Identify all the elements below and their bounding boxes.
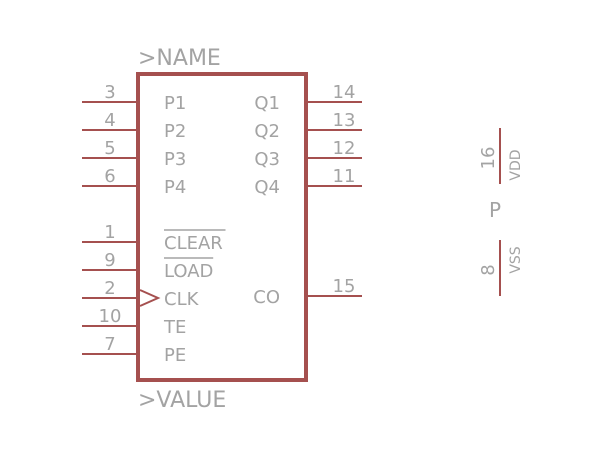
chip-body xyxy=(136,72,308,382)
left-pin: 4P2 xyxy=(82,110,186,142)
value-attribute: >VALUE xyxy=(138,388,226,413)
pin-number: 1 xyxy=(104,222,115,243)
pin-label: P1 xyxy=(164,93,186,114)
pin-number: 7 xyxy=(104,334,115,355)
pin-label: Q4 xyxy=(254,177,280,198)
pin-label: Q3 xyxy=(254,149,280,170)
power-gate-label: P xyxy=(489,198,501,222)
left-pin: 7PE xyxy=(82,334,186,366)
pin-label: CO xyxy=(253,287,280,308)
pin-label: P2 xyxy=(164,121,186,142)
pin-number: 4 xyxy=(104,110,115,131)
clock-triangle xyxy=(139,289,161,307)
pin-number: 12 xyxy=(333,138,356,159)
power-gate: 16 VDD P 8 VSS xyxy=(478,128,524,296)
name-attribute: >NAME xyxy=(138,46,221,71)
left-pin: 5P3 xyxy=(82,138,186,170)
pin-label: P4 xyxy=(164,177,186,198)
vss-pin-label: VSS xyxy=(508,246,524,273)
pin-label: CLK xyxy=(164,289,200,310)
left-pin: 3P1 xyxy=(82,82,186,114)
left-pin: 6P4 xyxy=(82,166,186,198)
pin-label: PE xyxy=(164,345,186,366)
vdd-pin-number: 16 xyxy=(478,147,499,170)
pin-label: Q2 xyxy=(254,121,280,142)
pin-label: TE xyxy=(163,317,186,338)
pin-number: 10 xyxy=(99,306,122,327)
pin-number: 14 xyxy=(333,82,356,103)
pin-label: LOAD xyxy=(164,261,213,282)
vdd-pin-label: VDD xyxy=(508,149,524,180)
pin-number: 3 xyxy=(104,82,115,103)
pin-label: CLEAR xyxy=(164,233,223,254)
pin-number: 11 xyxy=(333,166,356,187)
pin-number: 13 xyxy=(333,110,356,131)
pin-number: 9 xyxy=(104,250,115,271)
pin-number: 6 xyxy=(104,166,115,187)
pin-label: P3 xyxy=(164,149,186,170)
pin-number: 15 xyxy=(333,276,356,297)
vss-pin-number: 8 xyxy=(478,264,499,275)
pin-label: Q1 xyxy=(254,93,280,114)
pin-number: 2 xyxy=(104,278,115,299)
pin-number: 5 xyxy=(104,138,115,159)
